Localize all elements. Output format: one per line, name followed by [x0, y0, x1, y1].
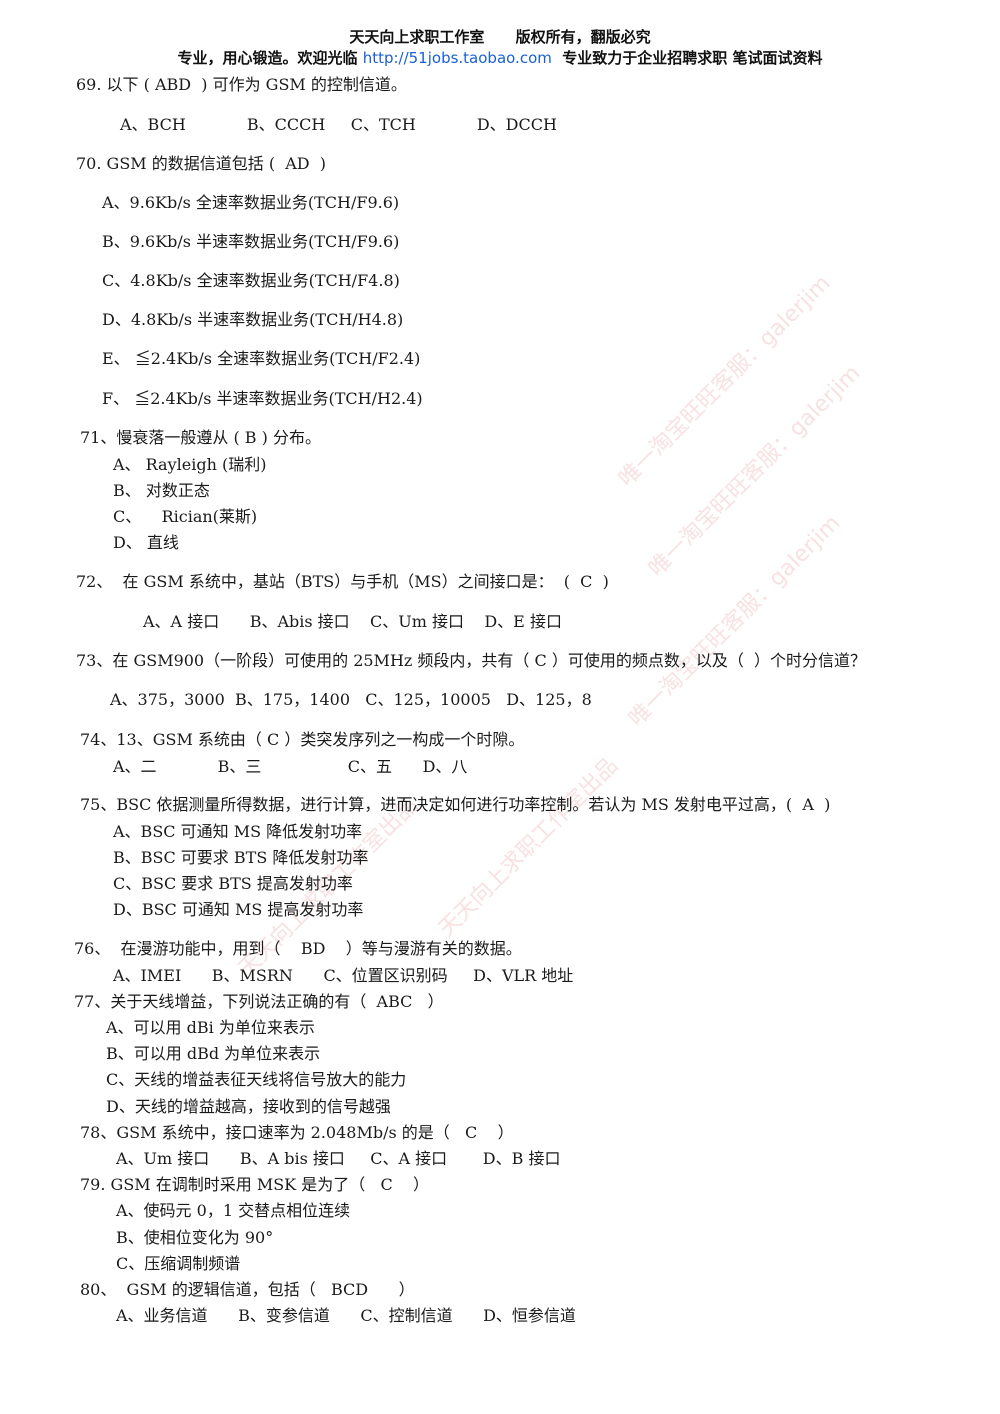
- question-79: 79. GSM 在调制时采用 MSK 是为了（ C ）: [80, 1175, 430, 1194]
- question-71-option-c: C、 Rician(莱斯): [113, 507, 258, 526]
- question-70-option-b: B、9.6Kb/s 半速率数据业务(TCH/F9.6): [102, 232, 400, 251]
- question-79-option-a: A、使码元 0，1 交替点相位连续: [116, 1201, 351, 1220]
- question-76-options: A、IMEI B、MSRN C、位置区识别码 D、VLR 地址: [113, 966, 574, 985]
- question-71: 71、慢衰落一般遵从 ( B ) 分布。: [80, 428, 321, 447]
- header-suffix: 专业致力于企业招聘求职 笔试面试资料: [551, 49, 823, 67]
- question-77-option-b: B、可以用 dBd 为单位来表示: [106, 1044, 321, 1063]
- header-line-1: 天天向上求职工作室 版权所有，翻版必究: [349, 28, 651, 46]
- header-line-2: 专业，用心锻造。欢迎光临 http://51jobs.taobao.com 专业…: [0, 47, 1000, 68]
- question-71-option-b: B、 对数正态: [113, 481, 210, 500]
- question-75-option-b: B、BSC 可要求 BTS 降低发射功率: [113, 848, 369, 867]
- question-72-options: A、A 接口 B、Abis 接口 C、Um 接口 D、E 接口: [143, 612, 562, 631]
- question-76: 76、 在漫游功能中，用到（ BD ）等与漫游有关的数据。: [74, 939, 522, 958]
- watermark: 唯一淘宝旺旺客服：galerjim: [614, 270, 836, 492]
- question-71-option-a: A、 Rayleigh (瑞利): [113, 455, 267, 474]
- question-70-option-c: C、4.8Kb/s 全速率数据业务(TCH/F4.8): [102, 271, 400, 290]
- question-80: 80、 GSM 的逻辑信道，包括（ BCD ）: [80, 1280, 415, 1299]
- watermark: 唯一淘宝旺旺客服：galerjim: [624, 510, 846, 732]
- question-70-option-d: D、4.8Kb/s 半速率数据业务(TCH/H4.8): [102, 310, 404, 329]
- question-74: 74、13、GSM 系统由（ C ）类突发序列之一构成一个时隙。: [80, 730, 525, 749]
- header-prefix: 专业，用心锻造。欢迎光临: [177, 49, 363, 67]
- question-78-options: A、Um 接口 B、A bis 接口 C、A 接口 D、B 接口: [116, 1149, 561, 1168]
- question-73-options: A、375，3000 B、175，1400 C、125，10005 D、125，…: [110, 690, 592, 709]
- question-72: 72、 在 GSM 系统中，基站（BTS）与手机（MS）之间接口是： ( C ): [76, 572, 609, 591]
- question-77: 77、关于天线增益，下列说法正确的有（ ABC ）: [74, 992, 444, 1011]
- question-80-options: A、业务信道 B、变参信道 C、控制信道 D、恒参信道: [116, 1306, 576, 1325]
- question-77-option-c: C、天线的增益表征天线将信号放大的能力: [106, 1070, 407, 1089]
- question-75-option-c: C、BSC 要求 BTS 提高发射功率: [113, 874, 353, 893]
- watermark: 唯一淘宝旺旺客服：galerjim: [644, 360, 866, 582]
- question-70-option-e: E、 ≦2.4Kb/s 全速率数据业务(TCH/F2.4): [102, 349, 421, 368]
- question-78: 78、GSM 系统中，接口速率为 2.048Mb/s 的是（ C ）: [80, 1123, 514, 1142]
- header-link[interactable]: http://51jobs.taobao.com: [362, 49, 552, 67]
- question-75: 75、BSC 依据测量所得数据，进行计算，进而决定如何进行功率控制。若认为 MS…: [80, 795, 831, 814]
- question-79-option-c: C、压缩调制频谱: [116, 1254, 241, 1273]
- question-71-option-d: D、 直线: [113, 533, 179, 552]
- question-73: 73、在 GSM900（一阶段）可使用的 25MHz 频段内，共有（ C ）可使…: [76, 651, 866, 670]
- watermark: 天天向上求职工作室出品: [434, 753, 624, 942]
- question-70: 70. GSM 的数据信道包括 ( AD ): [76, 154, 327, 173]
- question-75-option-d: D、BSC 可通知 MS 提高发射功率: [113, 900, 364, 919]
- question-77-option-a: A、可以用 dBi 为单位来表示: [106, 1018, 315, 1037]
- question-79-option-b: B、使相位变化为 90°: [116, 1228, 274, 1247]
- question-70-option-a: A、9.6Kb/s 全速率数据业务(TCH/F9.6): [102, 193, 400, 212]
- question-70-option-f: F、 ≦2.4Kb/s 半速率数据业务(TCH/H2.4): [102, 389, 423, 408]
- question-74-options: A、二 B、三 C、五 D、八: [113, 757, 468, 776]
- question-69: 69. 以下 ( ABD ) 可作为 GSM 的控制信道。: [76, 75, 407, 94]
- question-69-options: A、BCH B、CCCH C、TCH D、DCCH: [120, 115, 557, 134]
- question-77-option-d: D、天线的增益越高，接收到的信号越强: [106, 1097, 391, 1116]
- question-75-option-a: A、BSC 可通知 MS 降低发射功率: [113, 822, 363, 841]
